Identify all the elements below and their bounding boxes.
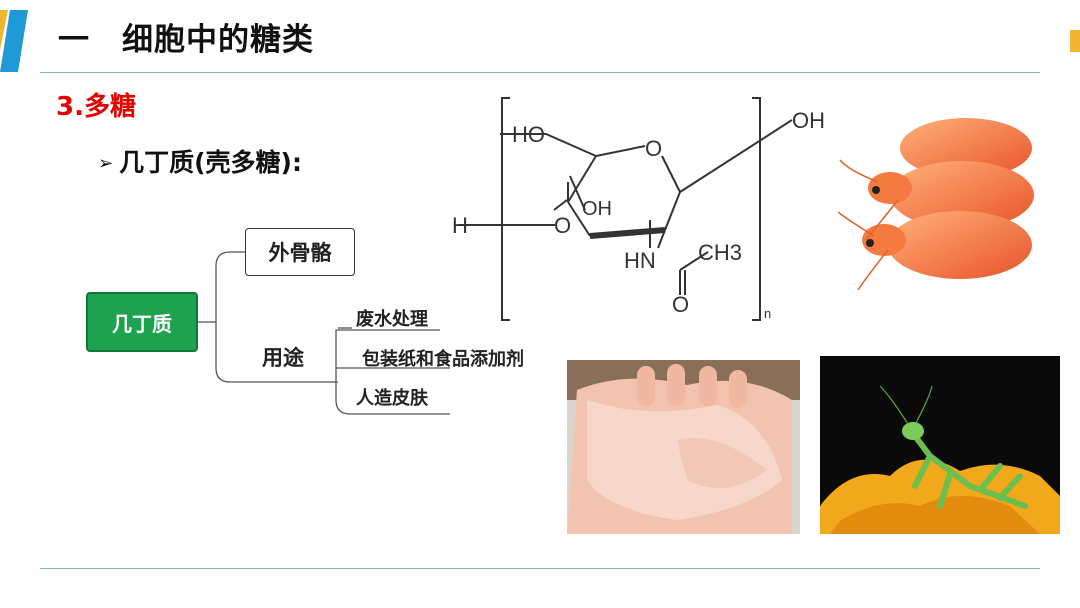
structure-label-h: H	[452, 213, 468, 238]
structure-label-hn: HN	[624, 248, 656, 273]
mindmap-node-uses: 用途	[262, 346, 304, 370]
structure-label-o-link: O	[554, 213, 571, 238]
mantis-photo	[820, 356, 1060, 534]
structure-label-ch3: CH3	[698, 240, 742, 265]
shrimp-photo	[838, 100, 1040, 292]
structure-label-oh-mid: OH	[582, 198, 612, 220]
structure-label-oh-top: OH	[792, 108, 825, 133]
chitin-structure-diagram: HO OH O OH H O HN CH3 O n	[452, 97, 825, 321]
structure-label-n: n	[764, 306, 771, 321]
header-accent-right-icon	[1070, 30, 1080, 52]
mindmap-leaf-artificial-skin: 人造皮肤	[356, 388, 428, 409]
section-heading: 3.多糖	[56, 92, 136, 122]
mindmap-root-node: 几丁质	[86, 292, 198, 352]
mindmap-leaf-wastewater: 废水处理	[356, 309, 428, 330]
footer-divider	[40, 568, 1040, 569]
header-accent-icon	[0, 10, 28, 72]
bullet-heading: ➢几丁质(壳多糖):	[98, 143, 302, 179]
artificial-skin-photo	[567, 360, 800, 534]
page-title: 一 细胞中的糖类	[58, 22, 314, 58]
mindmap-leaf-packaging: 包装纸和食品添加剂	[362, 349, 524, 370]
mindmap-node-exoskeleton: 外骨骼	[245, 228, 355, 276]
bullet-text: 几丁质(壳多糖):	[119, 148, 302, 177]
structure-label-ring-o: O	[645, 136, 662, 161]
structure-label-ho: HO	[512, 122, 545, 147]
arrow-bullet-icon: ➢	[98, 153, 114, 174]
header-divider	[40, 72, 1040, 73]
structure-label-carbonyl-o: O	[672, 292, 689, 317]
